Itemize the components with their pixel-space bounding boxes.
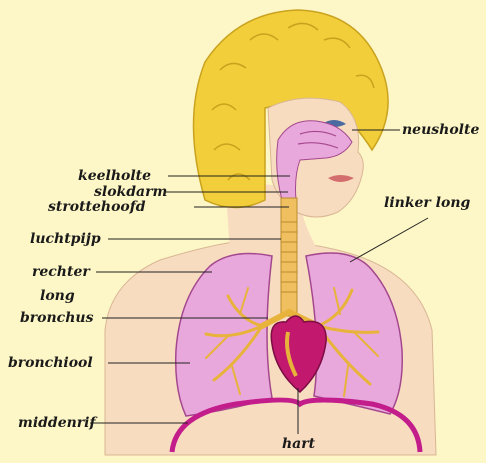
label-linker-long: linker long	[384, 196, 470, 210]
label-rechter-long-line2: long	[40, 289, 75, 303]
label-slokdarm: slokdarm	[94, 185, 167, 199]
label-luchtpijp: luchtpijp	[30, 232, 101, 246]
label-middenrif: middenrif	[18, 416, 96, 430]
label-hart: hart	[282, 437, 315, 451]
airway-tube	[281, 198, 297, 316]
label-keelholte: keelholte	[78, 169, 151, 183]
label-rechter-long-line1: rechter	[32, 265, 90, 279]
label-strottehoofd: strottehoofd	[48, 200, 146, 214]
label-bronchiool: bronchiool	[8, 356, 93, 370]
label-bronchus: bronchus	[20, 311, 93, 325]
label-neusholte: neusholte	[402, 123, 479, 137]
